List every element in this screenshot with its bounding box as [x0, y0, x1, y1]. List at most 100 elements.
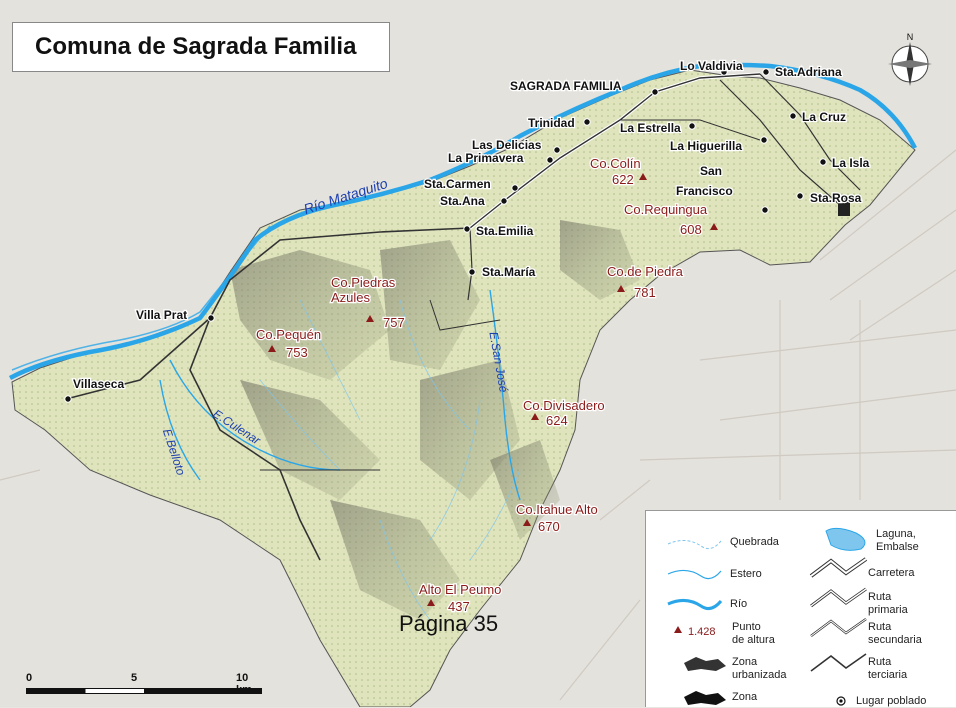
legend-ruta-p1: Ruta: [868, 591, 892, 603]
locality-label: SAGRADA FAMILIA: [510, 79, 622, 93]
locality-dot: [500, 197, 508, 205]
peak-name: Co.de Piedra: [607, 264, 684, 279]
locality-label: Villa Prat: [136, 308, 187, 322]
peak-name-line2: Azules: [331, 290, 371, 305]
peak-marker-icon: [639, 173, 647, 180]
legend-punto-label2: de altura: [732, 634, 775, 646]
locality-label: Sta.Emilia: [476, 224, 534, 238]
quebradas: [259, 299, 521, 621]
legend-zona-urb1: Zona: [732, 656, 758, 668]
legend-estero: Estero: [730, 568, 762, 580]
locality-dot: [511, 184, 519, 192]
locality-label: Sta.Ana: [440, 194, 485, 208]
legend-laguna2: Embalse: [876, 541, 919, 553]
legend-ruta-s1: Ruta: [868, 621, 892, 633]
locality-label: Sta.Adriana: [775, 65, 842, 79]
legend-ruta-s2: secundaria: [868, 634, 922, 646]
scale-mid: 5: [131, 672, 138, 684]
peak-elevation: 437: [448, 599, 470, 614]
scale-bar: 0 5 10 km: [26, 672, 266, 702]
peak-marker-icon: [710, 223, 718, 230]
peak-elevation: 757: [383, 315, 405, 330]
locality-dot: [760, 136, 768, 144]
legend-ruta-t2: terciaria: [868, 669, 908, 681]
scale-bar-graphic: [26, 688, 262, 694]
peak-name: Co.Divisadero: [523, 398, 605, 413]
locality-label: La Primavera: [448, 151, 524, 165]
locality-dot: [796, 192, 804, 200]
locality-label: La Higuerilla: [670, 139, 742, 153]
river-mataquito: [8, 62, 917, 380]
legend-symbols: [667, 527, 868, 706]
peak-elevation: 753: [286, 345, 308, 360]
locality-label: Trinidad: [528, 116, 575, 130]
peak-name: Co.Pequén: [256, 327, 321, 342]
legend: Quebrada Estero Río 1.428 Punto de altur…: [645, 510, 956, 707]
title-box: Comuna de Sagrada Familia: [12, 22, 390, 72]
locality-dot: [207, 314, 215, 322]
peak-name: Co.Requingua: [624, 202, 708, 217]
peak-marker-icon: [523, 519, 531, 526]
locality-dot: [553, 146, 561, 154]
legend-carretera: Carretera: [868, 567, 915, 579]
esteros: [159, 289, 521, 501]
legend-lugar: Lugar poblado: [856, 695, 927, 707]
peak-elevation: 781: [634, 285, 656, 300]
locality-dot: [789, 112, 797, 120]
map-title: Comuna de Sagrada Familia: [35, 33, 357, 60]
locality-dot: [688, 122, 696, 130]
legend-ruta-p2: primaria: [868, 604, 908, 616]
peak-marker-icon: [366, 315, 374, 322]
peak-elevation: 624: [546, 413, 568, 428]
peak-name: Co.Colín: [590, 156, 641, 171]
locality-label: Villaseca: [73, 377, 124, 391]
locality-dot: [761, 206, 769, 214]
locality-label: La Isla: [832, 156, 870, 170]
legend-rio: Río: [730, 598, 748, 610]
legend-quebrada: Quebrada: [730, 536, 779, 548]
locality-dot: [651, 88, 659, 96]
page-label: Página 35: [399, 611, 499, 636]
legend-zona-urb2: urbanizada: [732, 669, 787, 681]
locality-label: San: [700, 164, 722, 178]
locality-label: Sta.María: [482, 265, 536, 279]
peak-elevation: 608: [680, 222, 702, 237]
legend-laguna1: Laguna,: [876, 528, 916, 540]
peak-elevation: 622: [612, 172, 634, 187]
svg-text:N: N: [907, 32, 914, 42]
locality-dot: [463, 225, 471, 233]
legend-punto-value: 1.428: [688, 626, 716, 638]
locality-dot: [64, 395, 72, 403]
scale-zero: 0: [26, 672, 33, 684]
locality-dot: [720, 68, 728, 76]
locality-dot: [762, 68, 770, 76]
outside-roads: [0, 149, 956, 701]
locality-label: Lo Valdivia: [680, 59, 743, 73]
peak-name: Co.Itahue Alto: [516, 502, 598, 517]
peak-marker-icon: [268, 345, 276, 352]
peak-name: Alto El Peumo: [419, 582, 501, 597]
locality-label: Sta.Carmen: [424, 177, 491, 191]
locality-label: Las Delicias: [472, 138, 542, 152]
legend-ruta-t1: Ruta: [868, 656, 892, 668]
peak-marker-icon: [531, 413, 539, 420]
legend-punto-label1: Punto: [732, 621, 761, 633]
peak-elevation: 670: [538, 519, 560, 534]
locality-label: La Cruz: [802, 110, 846, 124]
peak-marker-icon: [427, 599, 435, 606]
urban-zone-sta-rosa: [838, 196, 850, 216]
peak-marker-icon: [617, 285, 625, 292]
peak-name: Co.Piedras: [331, 275, 396, 290]
locality-dot: [583, 118, 591, 126]
locality-label: La Estrella: [620, 121, 681, 135]
locality-label: Francisco: [676, 184, 733, 198]
legend-zona-ind: Zona: [732, 691, 758, 703]
locality-dot: [546, 156, 554, 164]
locality-dot: [819, 158, 827, 166]
locality-dot: [468, 268, 476, 276]
locality-label: Sta.Rosa: [810, 191, 862, 205]
compass-icon: N: [888, 32, 932, 86]
